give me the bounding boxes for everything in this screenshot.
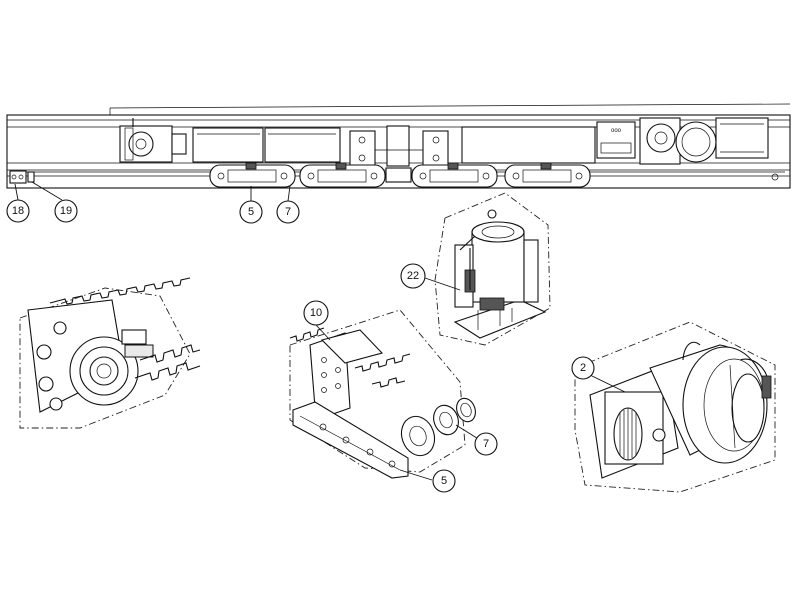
callout-7-bracket-label: 7	[483, 438, 489, 450]
operator-rail-assembly: ooo	[6, 103, 791, 189]
rail-motor	[639, 117, 769, 165]
callout-7-rail-label: 7	[285, 206, 291, 218]
callout-2: 2	[571, 356, 595, 380]
callout-19: 19	[54, 199, 78, 223]
pulley-detail	[19, 277, 201, 429]
callout-10-label: 10	[310, 307, 322, 319]
end-stop-left	[9, 170, 27, 184]
callout-5-rail-label: 5	[248, 206, 254, 218]
control-box-left	[192, 127, 264, 163]
callout-2-label: 2	[580, 362, 586, 374]
carriage-hanger-4	[504, 162, 591, 188]
drive-motor-detail	[574, 321, 776, 493]
callout-5-bracket-label: 5	[441, 475, 447, 487]
callout-19-label: 19	[60, 205, 72, 217]
callout-5-bracket: 5	[432, 469, 456, 493]
electronics-panel	[461, 126, 596, 164]
left-pulley-block	[119, 118, 187, 163]
callout-7-bracket: 7	[474, 432, 498, 456]
callout-22-label: 22	[407, 270, 419, 282]
callout-18-label: 18	[12, 205, 24, 217]
carriage-hanger-2	[299, 162, 386, 188]
control-box-right	[264, 127, 341, 163]
callout-22: 22	[400, 263, 426, 289]
leader-lines	[14, 181, 626, 481]
callout-5-rail: 5	[239, 200, 263, 224]
lock-mechanism	[349, 125, 449, 168]
callout-10: 10	[303, 300, 329, 326]
belt-clamp	[385, 167, 412, 183]
carriage-bracket-detail	[289, 309, 476, 479]
callout-18: 18	[6, 199, 30, 223]
carriage-hanger-1	[209, 162, 296, 188]
terminal-block	[596, 121, 636, 159]
terminal-label: ooo	[611, 128, 622, 134]
carriage-hanger-3	[411, 162, 498, 188]
callout-7-rail: 7	[276, 200, 300, 224]
lock-motor-detail	[434, 192, 551, 346]
end-stop-bumper	[27, 171, 35, 183]
end-stop-right	[771, 173, 779, 181]
